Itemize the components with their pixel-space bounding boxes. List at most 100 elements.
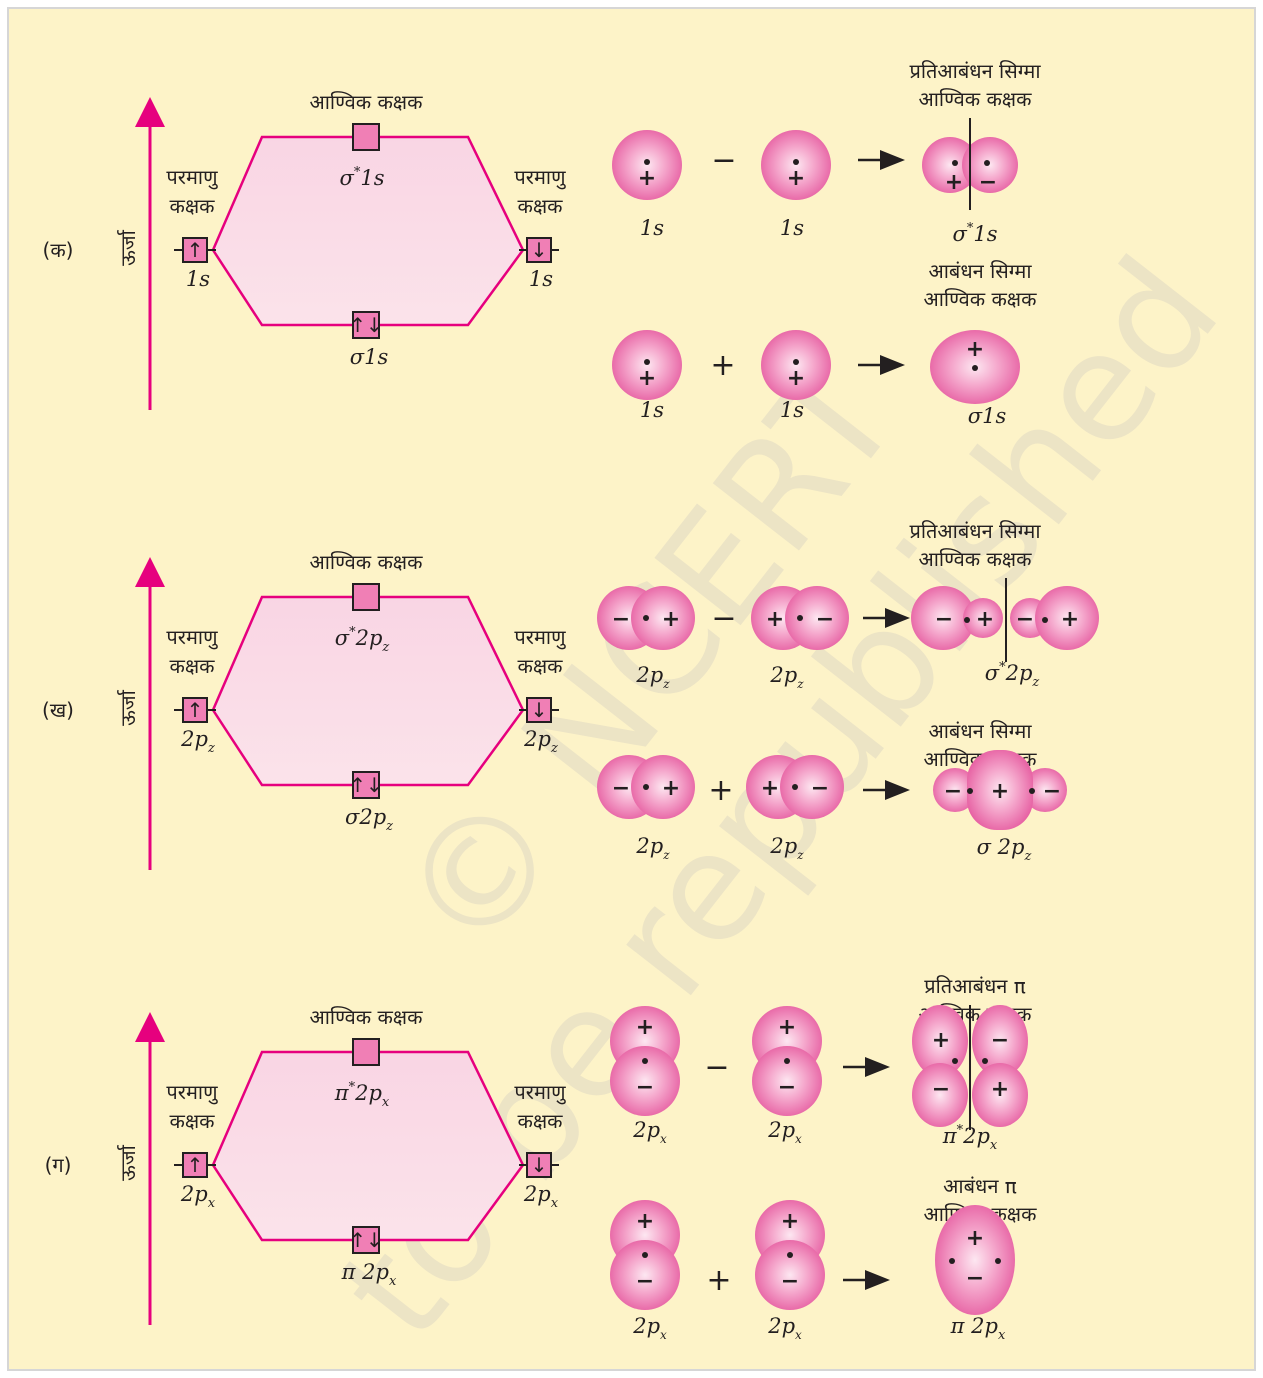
left-ao-electron: ↑ (187, 698, 204, 722)
label-base: 1s (640, 216, 664, 240)
label-sub: z (1031, 675, 1039, 690)
right-ao-caption-2: कक्षक (517, 194, 563, 218)
phase-sign: − (1016, 607, 1034, 632)
label-sub: x (382, 1095, 390, 1110)
label-prefix: σ (968, 404, 983, 428)
nucleus-dot (784, 1058, 790, 1064)
nucleus-dot (787, 1252, 793, 1258)
phase-sign: − (636, 1075, 654, 1100)
phase-sign: − (932, 1077, 950, 1102)
bonding-mo-electrons: ↑↓ (349, 773, 383, 797)
combine-operator: + (706, 1263, 731, 1298)
label-base: 2p (355, 626, 383, 650)
label-base: 1s (780, 398, 804, 422)
label-base: 2p (769, 663, 797, 687)
energy-axis-label: ऊर्जा (116, 689, 140, 726)
bonding-mo-label-text: σ1s (350, 345, 389, 369)
phase-sign: − (991, 1028, 1009, 1053)
phase-sign: + (991, 1077, 1009, 1102)
nucleus-dot (995, 1258, 1001, 1264)
panel-tag: (ख) (42, 698, 74, 722)
phase-sign: + (638, 366, 656, 391)
component-ao-label: 1s (640, 398, 664, 422)
phase-sign: − (816, 607, 834, 632)
bonding-title-1: आबंधन सिग्मा (928, 259, 1032, 283)
phase-sign: − (944, 779, 962, 804)
antibonding-title-1: प्रतिआबंधन π (924, 974, 1026, 998)
label-base: 1s (973, 222, 997, 246)
energy-axis-label: ऊर्जा (116, 1144, 140, 1181)
phase-sign: − (612, 776, 630, 801)
combine-operator: − (704, 1050, 729, 1085)
label-sub: z (207, 741, 215, 756)
phase-sign: + (662, 776, 680, 801)
label-base: 2p (180, 1182, 208, 1206)
label-sub: x (998, 1328, 1006, 1343)
mo-heading: आण्विक कक्षक (309, 90, 423, 114)
label-base: 2p (361, 1260, 389, 1284)
label-base: 1s (780, 216, 804, 240)
label-sub: z (550, 741, 558, 756)
panel-tag: (ग) (45, 1153, 72, 1177)
bonding-mo-label: σ1s (350, 345, 389, 369)
label-base: 2p (523, 727, 551, 751)
label-sub: z (662, 848, 670, 862)
nucleus-dot (949, 1258, 955, 1264)
label-sub: z (385, 819, 393, 834)
nucleus-dot (642, 1058, 648, 1064)
label-prefix: σ (953, 222, 968, 246)
phase-sign: + (966, 1226, 984, 1251)
nucleus-dot (644, 359, 650, 365)
label-base: 1s (186, 267, 210, 291)
phase-sign: + (966, 337, 984, 362)
label-sub: x (795, 1328, 802, 1342)
label-sub: z (381, 640, 389, 655)
antibonding-mo-result-label: σ*1s (953, 221, 998, 246)
label-base: 2p (767, 1314, 795, 1338)
phase-sign: + (945, 170, 963, 195)
nucleus-dot (792, 784, 798, 790)
left-ao-electron: ↑ (187, 1153, 204, 1177)
phase-sign: + (638, 166, 656, 191)
antibonding-mo-label: σ*1s (340, 165, 385, 190)
phase-sign: − (636, 1269, 654, 1294)
nucleus-dot (644, 159, 650, 165)
left-ao-caption-1: परमाणु (166, 625, 218, 650)
antibonding-title-1: प्रतिआबंधन सिग्मा (909, 59, 1041, 83)
phase-sign: + (787, 366, 805, 391)
label-base: 2p (1005, 661, 1033, 685)
label-base: 1s (529, 267, 553, 291)
left-ao-label: 1s (186, 267, 210, 291)
phase-sign: − (612, 607, 630, 632)
phase-sign: + (662, 607, 680, 632)
label-base: 2p (635, 834, 663, 858)
phase-sign: + (636, 1015, 654, 1040)
label-prefix: σ (335, 626, 350, 650)
phase-sign: − (1043, 779, 1061, 804)
antibonding-title-2: आण्विक कक्षक (918, 87, 1032, 111)
label-base: 2p (180, 727, 208, 751)
label-sub: x (660, 1132, 667, 1146)
right-ao-electron: ↓ (531, 698, 548, 722)
right-ao-electron: ↓ (531, 1153, 548, 1177)
left-ao-caption-2: कक्षक (169, 194, 215, 218)
antibonding-title-1: प्रतिआबंधन सिग्मा (909, 519, 1041, 543)
left-ao-caption-2: कक्षक (169, 654, 215, 678)
label-base: 2p (635, 663, 663, 687)
bonding-title-1: आबंधन π (943, 1174, 1017, 1198)
label-prefix: σ (977, 835, 998, 859)
label-base: 2p (358, 805, 386, 829)
label-sub: z (662, 677, 670, 691)
nucleus-dot (967, 788, 973, 794)
nucleus-dot (952, 1058, 958, 1064)
phase-sign: + (778, 1015, 796, 1040)
label-sub: x (208, 1196, 216, 1211)
right-ao-label-text: 1s (529, 267, 553, 291)
phase-sign: + (932, 1028, 950, 1053)
nucleus-dot (982, 1058, 988, 1064)
left-ao-caption-1: परमाणु (166, 165, 218, 190)
phase-sign: − (966, 1266, 984, 1291)
nucleus-dot (972, 365, 978, 371)
